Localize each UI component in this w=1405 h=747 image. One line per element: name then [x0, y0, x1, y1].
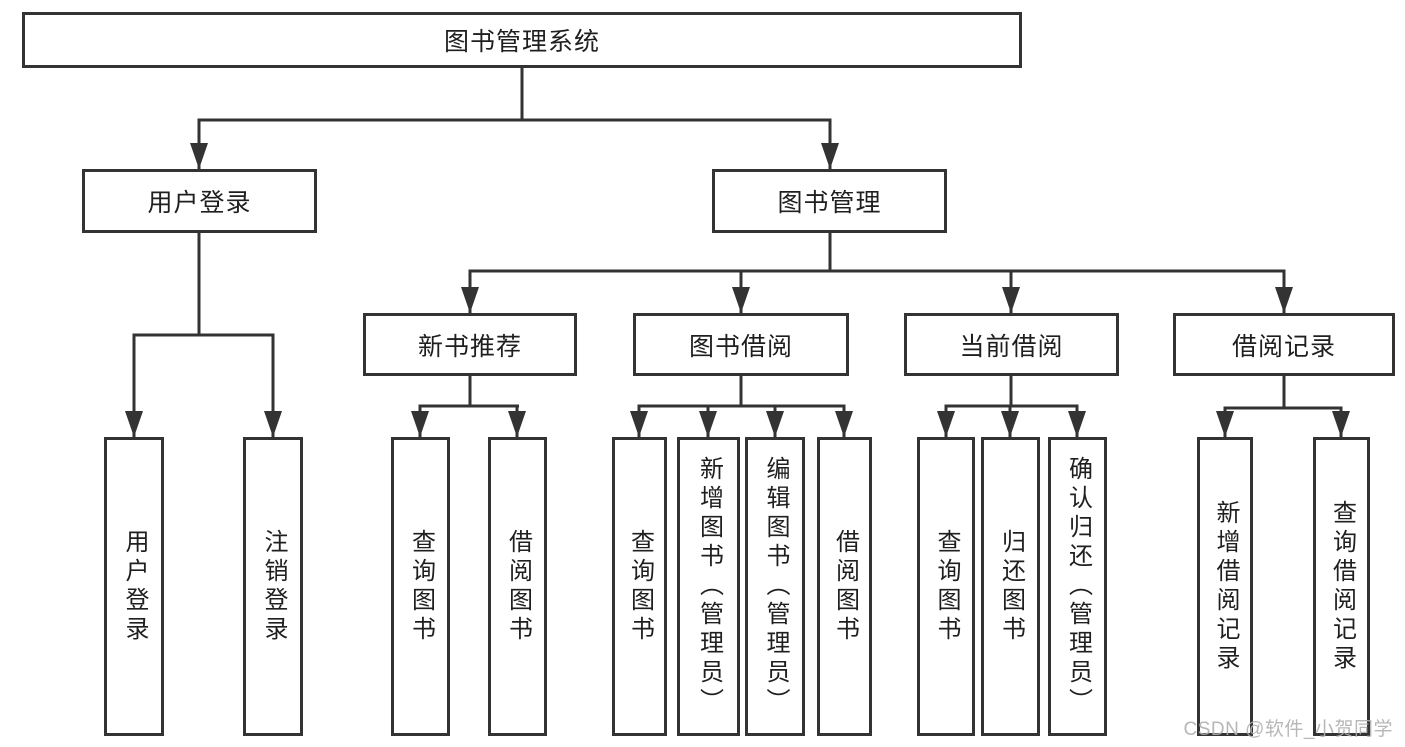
node-label: 注销登录: [260, 528, 287, 645]
node-leaf-query-books-current: 查询图书: [917, 437, 975, 736]
node-label: 用户登录: [147, 189, 252, 217]
node-leaf-logout: 注销登录: [243, 437, 303, 736]
node-label: 新增借阅记录: [1212, 499, 1239, 674]
node-label: 归还图书: [997, 528, 1025, 645]
node-user-login-branch: 用户登录: [82, 169, 317, 233]
node-label: 图书管理系统: [443, 28, 600, 56]
node-leaf-edit-book-admin: 编辑图书（管理员）: [745, 437, 805, 736]
node-current-borrowing: 当前借阅: [904, 313, 1119, 376]
node-leaf-confirm-return-admin: 确认归还（管理员）: [1048, 437, 1107, 736]
node-leaf-user-login: 用户登录: [104, 437, 164, 736]
node-book-management: 图书管理: [712, 169, 947, 233]
node-label: 编辑图书（管理员）: [762, 456, 789, 717]
node-label: 图书借阅: [688, 332, 793, 361]
node-leaf-query-borrow-record: 查询借阅记录: [1313, 437, 1370, 736]
node-label: 借阅记录: [1231, 332, 1336, 361]
watermark: CSDN @软件_小贺同学: [1183, 719, 1393, 740]
node-label: 查询图书: [933, 528, 960, 645]
node-label: 当前借阅: [959, 332, 1064, 361]
node-book-borrowing: 图书借阅: [633, 313, 849, 376]
node-label: 新增图书（管理员）: [695, 456, 723, 717]
node-leaf-add-book-admin: 新增图书（管理员）: [677, 437, 740, 736]
node-leaf-query-books-recommend: 查询图书: [391, 437, 450, 736]
node-label: 确认归还（管理员）: [1064, 456, 1092, 717]
node-root: 图书管理系统: [22, 12, 1022, 68]
node-leaf-add-borrow-record: 新增借阅记录: [1197, 437, 1253, 736]
node-label: 查询图书: [626, 528, 654, 645]
node-label: 查询图书: [407, 528, 435, 645]
node-label: 查询借阅记录: [1328, 499, 1356, 674]
node-leaf-borrow-books-recommend: 借阅图书: [488, 437, 547, 736]
node-label: 借阅图书: [504, 528, 532, 645]
node-label: 借阅图书: [831, 528, 859, 645]
node-new-book-recommend: 新书推荐: [363, 313, 577, 376]
node-borrowing-records: 借阅记录: [1173, 313, 1395, 376]
node-leaf-return-books: 归还图书: [981, 437, 1040, 736]
node-label: 新书推荐: [417, 332, 522, 361]
node-leaf-query-books-borrowing: 查询图书: [612, 437, 667, 736]
node-label: 图书管理: [777, 189, 882, 217]
node-leaf-borrow-books-borrowing: 借阅图书: [817, 437, 872, 736]
node-label: 用户登录: [121, 528, 148, 645]
